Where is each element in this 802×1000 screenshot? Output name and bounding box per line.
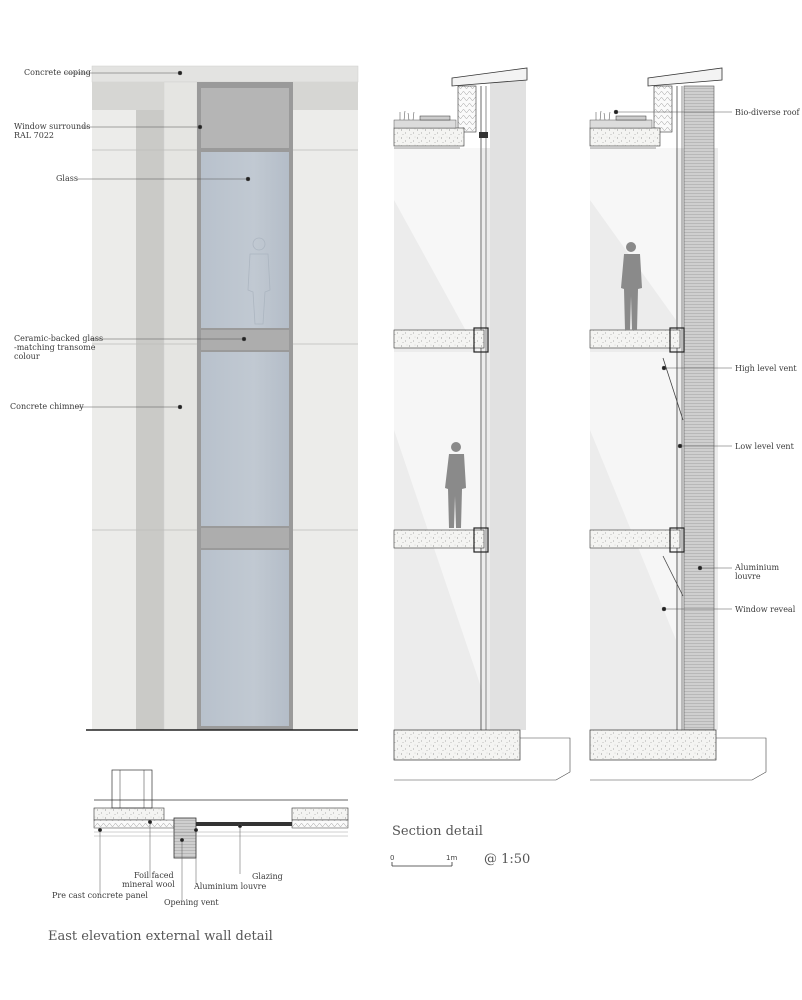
scale-end: 1m	[446, 854, 458, 862]
section-detail-b	[589, 67, 767, 781]
floor-slab-b	[589, 529, 681, 549]
precast-panel-plan	[93, 807, 165, 821]
green-roof-plants-a	[399, 110, 415, 121]
floor-slab-b	[589, 329, 681, 349]
elevation-leaders	[64, 70, 251, 410]
coping-b	[647, 67, 723, 87]
light-shaft-a	[394, 148, 482, 360]
section-detail-a	[393, 67, 571, 781]
label-aluminium-louvre: Aluminium louvre	[194, 882, 267, 891]
label-window-surrounds-ral: RAL 7022	[14, 131, 55, 140]
slab-bracket-a	[473, 327, 489, 353]
insulation-plan	[93, 819, 175, 829]
person-silhouette	[621, 242, 642, 330]
transome-panel	[201, 528, 289, 548]
chimney-plan	[111, 769, 153, 809]
external-paving-b	[590, 737, 767, 781]
precast-panel-plan-right	[291, 807, 349, 821]
label-louvre: louvre	[735, 572, 761, 581]
roof-build-up-a	[393, 119, 457, 129]
label-glazing: Glazing	[252, 872, 283, 881]
scale-bar	[391, 862, 453, 867]
roof-rooflight-a	[419, 115, 451, 121]
section-leaders	[613, 109, 732, 612]
scale-ratio: @ 1:50	[484, 852, 531, 867]
louvre-box-plan	[173, 817, 197, 859]
label-concrete-coping: Concrete coping	[24, 68, 91, 77]
glass-pane-lower	[201, 550, 289, 726]
light-shaft-b	[590, 352, 676, 640]
parapet-b	[653, 85, 673, 133]
label-glass: Glass	[56, 174, 78, 183]
roof-build-up-b	[589, 119, 653, 129]
elevation-title: East elevation external wall detail	[48, 929, 273, 944]
roof-rooflight-b	[615, 115, 647, 121]
roof-slab-a	[393, 127, 465, 147]
chimney-body-a	[490, 78, 526, 730]
slab-bracket-b	[669, 527, 685, 553]
high-level-vent	[662, 357, 684, 421]
label-opening-vent: Opening vent	[164, 898, 219, 907]
label-ceramic-transome: -matching transome	[14, 343, 96, 352]
slab-bracket-b	[669, 327, 685, 353]
east-elevation	[86, 65, 359, 731]
plan-leaders	[97, 819, 243, 900]
section-detail-title: Section detail	[392, 824, 483, 839]
glass-pane-upper	[201, 152, 289, 328]
person-silhouette	[445, 442, 466, 528]
label-window-surrounds: Window surrounds	[14, 122, 91, 131]
label-foil-faced: Foil faced	[134, 871, 174, 880]
label-concrete-chimney: Concrete chimney	[10, 402, 84, 411]
low-level-vent	[662, 555, 684, 597]
scale-start: 0	[390, 854, 395, 862]
glazing-plan	[196, 822, 292, 826]
mullion-a	[479, 132, 488, 138]
label-high-level-vent: High level vent	[735, 364, 797, 373]
glass-pane-middle	[201, 352, 289, 526]
label-precast-panel: Pre cast concrete panel	[52, 891, 148, 900]
plan-detail	[93, 769, 349, 900]
label-window-reveal: Window reveal	[735, 605, 796, 614]
green-roof-plants-b	[595, 110, 611, 121]
label-ceramic-backed-glass: Ceramic-backed glass	[14, 334, 104, 343]
window-head-panel	[201, 88, 289, 148]
insulation-plan-right	[291, 819, 349, 829]
external-paving-a	[394, 737, 571, 781]
floor-slab-a	[393, 529, 485, 549]
light-shaft-a	[394, 352, 482, 690]
ground-slab-b	[589, 729, 717, 761]
label-ceramic-colour: colour	[14, 352, 40, 361]
person-silhouette	[247, 237, 271, 325]
roof-slab-b	[589, 127, 661, 147]
label-aluminium: Aluminium	[735, 563, 780, 572]
floor-slab-a	[393, 329, 485, 349]
concrete-coping	[91, 65, 359, 83]
label-mineral-wool: mineral wool	[122, 880, 175, 889]
label-bio-diverse-roof: Bio-diverse roof	[735, 108, 800, 117]
slab-bracket-a	[473, 527, 489, 553]
ground-slab-a	[393, 729, 521, 761]
label-low-level-vent: Low level vent	[735, 442, 794, 451]
light-shaft-b	[590, 148, 676, 320]
chimney-shadow	[136, 110, 164, 730]
louvre-screen-b	[683, 85, 715, 731]
parapet-a	[457, 85, 477, 133]
coping-a	[451, 67, 528, 87]
